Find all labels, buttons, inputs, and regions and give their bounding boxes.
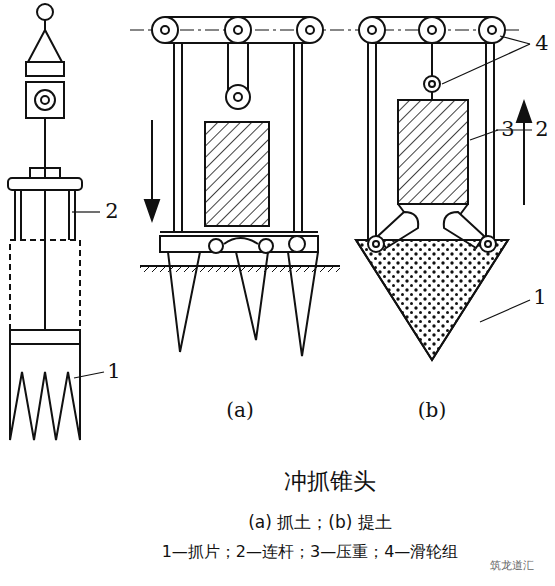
grab-figure-a	[140, 17, 340, 356]
callout-number: 2	[535, 118, 548, 141]
figure-caption: 冲抓锥头	[284, 469, 376, 494]
callout-number: 2	[105, 200, 118, 223]
callout-number: 3	[501, 118, 514, 141]
grab-figure-b	[356, 17, 532, 360]
side-view	[8, 4, 104, 440]
parts-key: 1—抓片；2—连杆；3—压重；4—滑轮组	[162, 543, 459, 561]
callout-number: 1	[107, 360, 120, 383]
callout-number: 4	[535, 32, 548, 55]
figure-label: (b)	[418, 399, 446, 421]
callout-number: 1	[533, 286, 546, 309]
watermark: 筑龙道汇	[490, 560, 534, 572]
caption-note: (a) 抓土；(b) 提土	[248, 513, 392, 532]
figure-label: (a)	[226, 399, 254, 421]
